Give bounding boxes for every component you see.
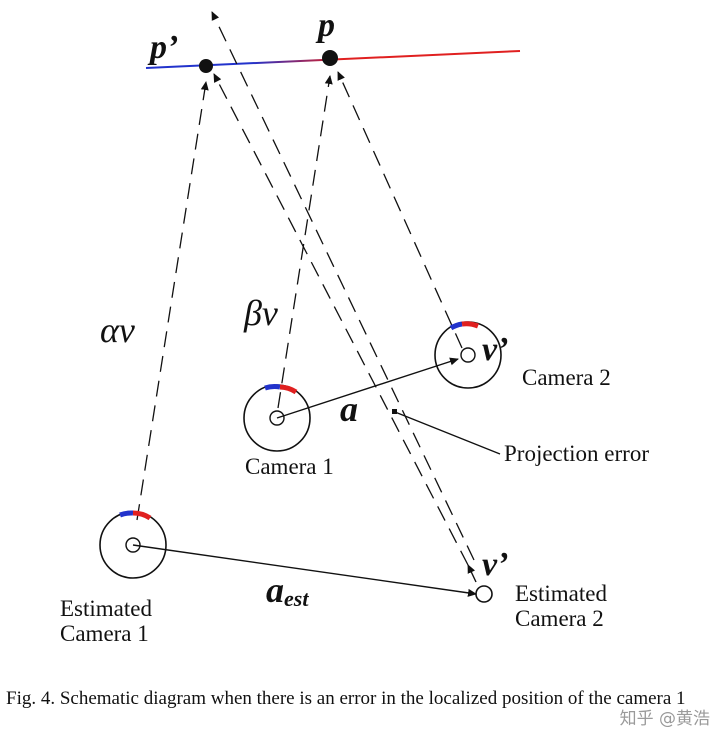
figure-caption: Fig. 4. Schematic diagram when there is … <box>6 688 686 709</box>
watermark: 知乎 @黄浩 <box>619 709 710 729</box>
label-estimated-camera-2-line2: Camera 2 <box>515 606 604 631</box>
label-p: p <box>315 7 335 44</box>
point-p <box>322 50 338 66</box>
ray-est-cam2-to-p-prime <box>213 73 469 566</box>
label-alpha-v: αv <box>100 310 135 350</box>
ray-cam1-to-p <box>277 75 333 409</box>
projection-error-leader <box>394 411 501 455</box>
ray-est-cam2-upward <box>211 11 475 561</box>
label-camera-1: Camera 1 <box>245 454 334 479</box>
label-a: a <box>340 389 358 429</box>
vector-a-arrow <box>276 357 459 419</box>
label-v-prime-camera-2: v’ <box>482 331 508 368</box>
estimated-camera-1-icon <box>99 510 167 579</box>
schematic-diagram: p’ p αv βv v’ a v’ aest Camera 1 Camera … <box>60 7 649 646</box>
label-camera-2: Camera 2 <box>522 365 611 390</box>
label-a-est: aest <box>266 570 309 611</box>
vector-a-est-arrow <box>132 544 477 597</box>
label-projection-error: Projection error <box>504 441 649 466</box>
v-prime-est-arrow <box>467 564 477 583</box>
projection-error-marker <box>392 409 397 414</box>
camera-1-icon <box>243 384 311 452</box>
ray-est-cam1-to-p-prime <box>136 81 209 521</box>
label-v-prime-estimated: v’ <box>482 546 508 583</box>
ray-cam2-to-p <box>337 71 463 349</box>
estimated-camera-2-icon <box>475 585 493 603</box>
label-beta-v: βv <box>243 293 278 333</box>
label-estimated-camera-1-line2: Camera 1 <box>60 621 149 646</box>
point-p-prime <box>199 59 213 73</box>
label-estimated-camera-1-line1: Estimated <box>60 596 152 621</box>
camera-2-icon <box>434 321 502 389</box>
label-p-prime: p’ <box>147 29 178 66</box>
label-estimated-camera-2-line1: Estimated <box>515 581 607 606</box>
